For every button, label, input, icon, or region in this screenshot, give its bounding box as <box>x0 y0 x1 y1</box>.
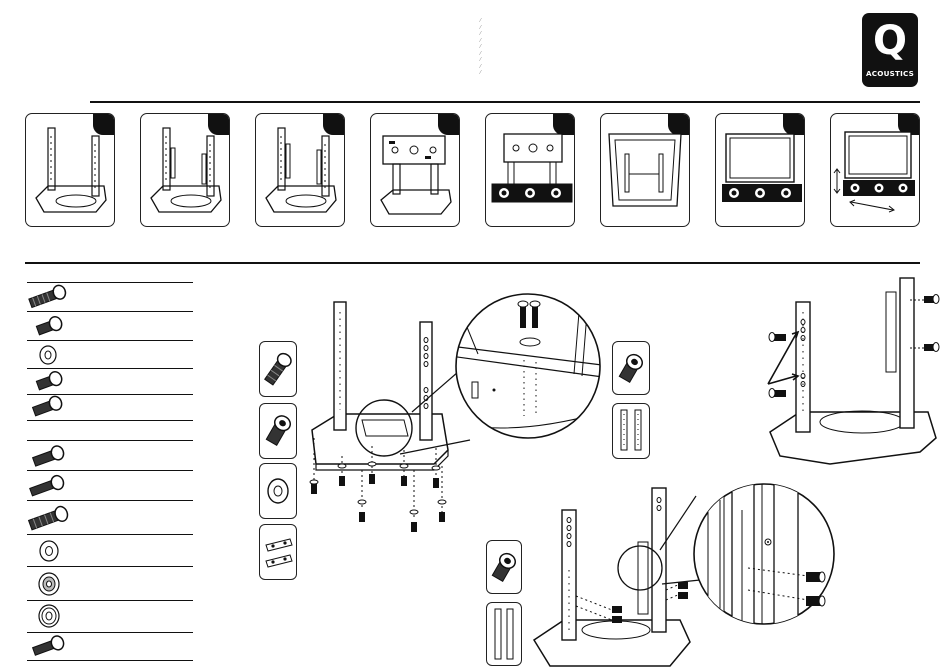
washer-icon <box>260 464 296 518</box>
short-bolt-icon <box>487 541 521 593</box>
list-item <box>27 340 193 341</box>
tv-mounted-illustration <box>716 114 804 226</box>
list-item <box>27 420 193 421</box>
partbox-washer <box>259 463 297 519</box>
stand-base-uprights-illustration <box>26 114 114 226</box>
washer-icon <box>35 344 61 366</box>
uprights-detail-illustration <box>256 114 344 226</box>
step-thumbnail-7 <box>715 113 805 227</box>
list-item <box>27 632 193 633</box>
zoom-detail-upright <box>688 480 848 630</box>
partbox-brackets <box>259 524 297 580</box>
upright-bracket-assembly-illustration <box>760 272 950 472</box>
partbox-medium-bolt <box>259 403 297 459</box>
washer-icon <box>35 538 63 564</box>
section-divider <box>25 262 920 264</box>
step-thumbnail-3 <box>255 113 345 227</box>
partbox-short-bolt <box>612 341 650 395</box>
step-thumbnail-1 <box>25 113 115 227</box>
decorative-dots: ⁄⁄⁄⁄⁄⁄⁄⁄⁄ <box>480 18 486 80</box>
step-thumbnail-4 <box>370 113 460 227</box>
list-item <box>27 368 193 369</box>
long-bolt-icon <box>27 504 73 532</box>
step-thumbnail-2 <box>140 113 230 227</box>
washer-icon <box>35 602 63 630</box>
long-bolt-icon <box>27 473 69 499</box>
tv-rear-mount-illustration <box>601 114 689 226</box>
list-item <box>27 534 193 535</box>
upright-brackets-illustration <box>141 114 229 226</box>
zoom-detail-base <box>450 290 610 440</box>
partbox-upright-brackets <box>612 403 650 459</box>
step-thumbnail-8 <box>830 113 920 227</box>
medium-bolt-icon <box>29 443 69 469</box>
list-item <box>27 600 193 601</box>
mounting-plate-illustration <box>371 114 459 226</box>
bracket-plate-icon <box>260 525 296 579</box>
spacer-icon <box>35 570 63 598</box>
list-item <box>27 311 193 312</box>
parts-group-rule <box>27 440 193 441</box>
partbox-long-bolt <box>259 341 297 397</box>
adjust-height-illustration <box>831 114 919 226</box>
list-item <box>27 660 193 661</box>
long-bolt-icon <box>29 634 69 658</box>
long-bolt-icon <box>260 342 296 396</box>
logo-brand-text: ACOUSTICS <box>862 69 918 78</box>
medium-bolt-icon <box>29 394 67 418</box>
short-bolt-icon <box>31 370 67 392</box>
soundbar-attached-illustration <box>486 114 574 226</box>
header-divider <box>90 101 920 103</box>
upright-bracket-icon <box>613 404 649 458</box>
list-item <box>27 566 193 567</box>
short-bolt-icon <box>613 342 649 394</box>
brand-logo: Q ACOUSTICS <box>862 13 918 87</box>
list-item <box>27 470 193 471</box>
medium-bolt-icon <box>260 404 296 458</box>
short-bolt-icon <box>31 314 67 338</box>
list-item <box>27 500 193 501</box>
partbox-short-bolt-2 <box>486 540 522 594</box>
logo-letter: Q <box>862 19 918 63</box>
long-bolt-icon <box>27 283 71 309</box>
partbox-upright-brackets-2 <box>486 602 522 666</box>
upright-bracket-icon <box>487 603 521 665</box>
step-thumbnail-6 <box>600 113 690 227</box>
step-thumbnail-5 <box>485 113 575 227</box>
